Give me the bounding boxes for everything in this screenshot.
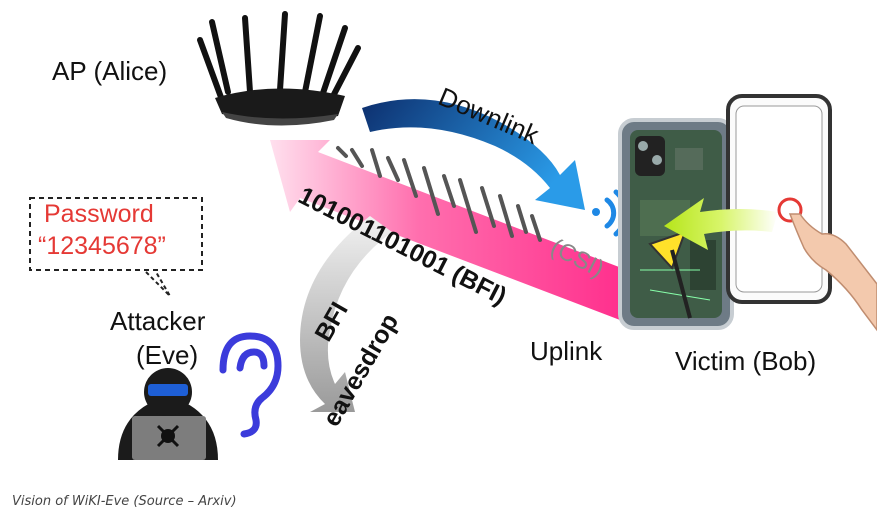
password-title: Password (44, 200, 154, 228)
hacker-icon (118, 368, 218, 460)
password-value: “12345678” (38, 232, 166, 260)
wiki-eve-diagram (29, 11, 877, 460)
touch-indicator-icon (777, 197, 803, 223)
eavesdrop-arrow (300, 216, 392, 412)
attacker-name-label: (Eve) (136, 340, 199, 370)
figure-caption: Vision of WiKI-Eve (Source – Arxiv) (12, 494, 237, 509)
uplink-arrow (270, 140, 640, 320)
attacker-label: Attacker (110, 306, 206, 336)
tap-arrow (664, 198, 778, 250)
victim-label: Victim (Bob) (675, 346, 817, 376)
ap-label: AP (Alice) (52, 56, 168, 86)
hand-icon (788, 213, 877, 332)
password-box (29, 197, 203, 271)
victim-phone-front (726, 94, 832, 304)
ear-icon (219, 332, 282, 438)
uplink-label: Uplink (530, 336, 603, 366)
router-icon (197, 11, 361, 126)
downlink-arrow (362, 99, 585, 210)
password-callout-tail (145, 271, 171, 297)
csi-waveform (336, 146, 542, 242)
